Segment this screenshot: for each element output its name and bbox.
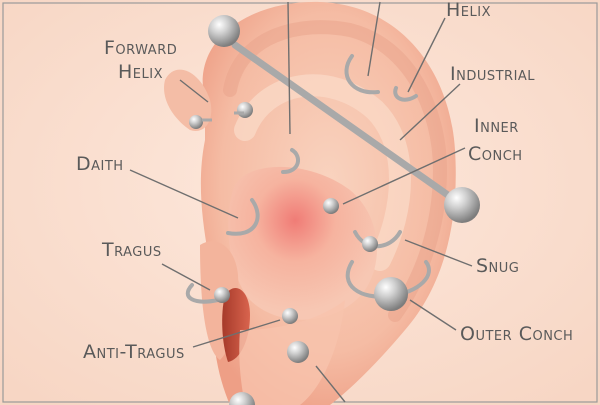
leader-rook bbox=[287, 1, 291, 135]
conch-bowl bbox=[228, 166, 377, 320]
leader-forward-helix bbox=[179, 79, 209, 103]
leader-inner-conch bbox=[342, 147, 466, 205]
forward-helix-fold bbox=[164, 69, 212, 131]
label-daith: Daith bbox=[76, 153, 124, 175]
label-inner-conch-line2: Conch bbox=[468, 143, 523, 165]
leader-outer-conch bbox=[409, 299, 457, 331]
tragus-ball bbox=[214, 287, 230, 303]
lobe-stud-2 bbox=[229, 392, 255, 405]
leader-daith bbox=[129, 169, 239, 219]
rook-ring bbox=[281, 148, 301, 174]
label-tragus: Tragus bbox=[101, 239, 162, 261]
leader-industrial bbox=[399, 83, 461, 141]
forward-helix-stud-1 bbox=[189, 115, 203, 129]
leader-tragus bbox=[161, 263, 211, 291]
leader-lobe bbox=[315, 365, 346, 403]
leader-anti-tragus bbox=[192, 319, 281, 348]
snug-ball bbox=[362, 236, 378, 252]
label-forward-helix-line2: Helix bbox=[118, 61, 163, 83]
label-forward-helix-line1: Forward bbox=[104, 37, 177, 59]
leader-helix-2 bbox=[367, 1, 381, 77]
antihelix bbox=[234, 74, 411, 271]
industrial-ball-top bbox=[208, 15, 240, 47]
label-outer-conch: Outer Conch bbox=[460, 323, 573, 345]
lobe-stud-1 bbox=[287, 341, 309, 363]
label-industrial: Industrial bbox=[450, 63, 535, 85]
label-helix: Helix bbox=[446, 0, 491, 21]
leader-helix bbox=[407, 17, 446, 93]
tragus-ring bbox=[185, 283, 220, 304]
helix-rim bbox=[223, 20, 448, 322]
industrial-ball-bottom bbox=[444, 187, 480, 223]
daith-ring bbox=[226, 198, 260, 236]
industrial-bar bbox=[231, 41, 466, 209]
leader-snug bbox=[404, 239, 473, 267]
forward-helix-stud-2 bbox=[237, 102, 253, 118]
inner-conch-stud bbox=[323, 198, 339, 214]
helix-ring-1 bbox=[344, 54, 380, 95]
anti-tragus-stud bbox=[282, 308, 298, 324]
label-snug: Snug bbox=[476, 255, 519, 277]
helix-ring-2 bbox=[393, 86, 418, 102]
label-inner-conch-line1: Inner bbox=[474, 115, 519, 137]
outer-conch-ball bbox=[374, 277, 408, 311]
label-anti-tragus: Anti-Tragus bbox=[83, 341, 185, 363]
